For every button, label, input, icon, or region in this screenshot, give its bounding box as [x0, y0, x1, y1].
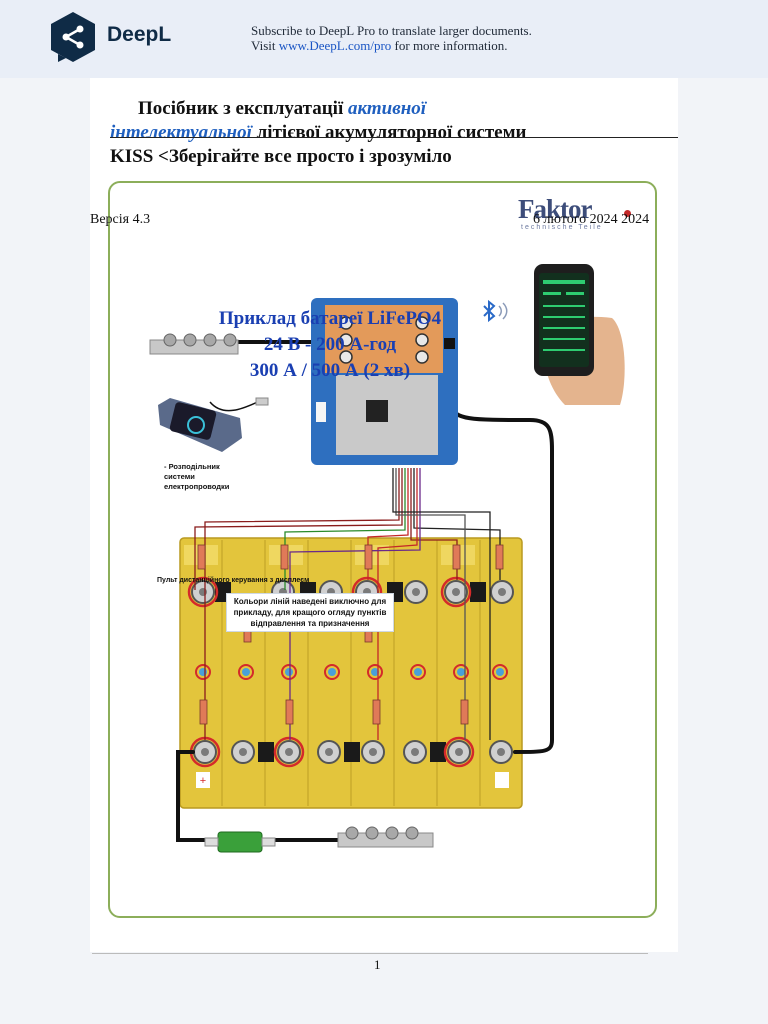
positive-sign: + — [200, 775, 206, 787]
promo-prefix: Visit — [251, 38, 279, 53]
promo-line-1: Subscribe to DeepL Pro to translate larg… — [251, 23, 532, 38]
positive-marker — [196, 772, 210, 788]
wire-color-note: Кольори ліній наведені виключно для прик… — [226, 593, 394, 632]
diagram-title: Приклад батареї LiFePO4 24 В - 200 А-год… — [190, 306, 470, 384]
date-label: 6 лютого 2024 2024 — [533, 212, 650, 227]
smartphone-icon — [534, 264, 625, 405]
faktor-logo-dot — [624, 210, 631, 217]
promo-line-2: Visit www.DeepL.com/pro for more informa… — [251, 38, 532, 53]
figure-frame — [108, 181, 657, 918]
distributor-line-1: - Розподільник — [164, 462, 220, 471]
title-part-1: Посібник з експлуатації — [138, 98, 348, 119]
footer-rule — [92, 953, 648, 954]
version-label: Версія 4.3 — [90, 212, 151, 227]
promo-suffix: for more information. — [391, 38, 508, 53]
bluetooth-icon — [483, 299, 508, 323]
remote-display-label: Пульт дистанційного керування з дисплеєм — [157, 577, 310, 584]
deepl-banner: DeepL Subscribe to DeepL Pro to translat… — [0, 0, 768, 78]
page-number: 1 — [374, 957, 381, 972]
diagram-title-line-3: 300 А / 500 А (2 хв) — [249, 360, 411, 381]
bms-board — [311, 298, 458, 465]
distributor-line-3: електропроводки — [164, 482, 230, 491]
wiring-distributor-label: - Розподільник системи електропроводки — [164, 462, 229, 492]
deepl-pro-link[interactable]: www.DeepL.com/pro — [278, 38, 392, 53]
deepl-logo-icon — [51, 12, 95, 62]
remote-display-icon — [158, 397, 269, 452]
shunt-bottom — [337, 826, 434, 848]
faktor-logo: Faktor — [518, 194, 592, 224]
title-highlight-1: активної — [348, 98, 427, 119]
title-rule — [110, 137, 678, 138]
shunt-top — [149, 333, 239, 355]
deepl-brand: DeepL — [107, 23, 172, 46]
diagram-title-line-2: 24 В - 200 А-год — [263, 334, 397, 355]
promo-text: Subscribe to DeepL Pro to translate larg… — [251, 23, 532, 53]
negative-marker — [495, 772, 509, 788]
distributor-line-2: системи — [164, 472, 195, 481]
main-cables — [176, 340, 554, 842]
faktor-logo-subtitle: technische Teile — [521, 224, 603, 231]
diagram-title-line-1: Приклад батареї LiFePO4 — [218, 308, 442, 329]
remote-cable — [209, 399, 263, 412]
fuse-icon — [204, 831, 276, 853]
